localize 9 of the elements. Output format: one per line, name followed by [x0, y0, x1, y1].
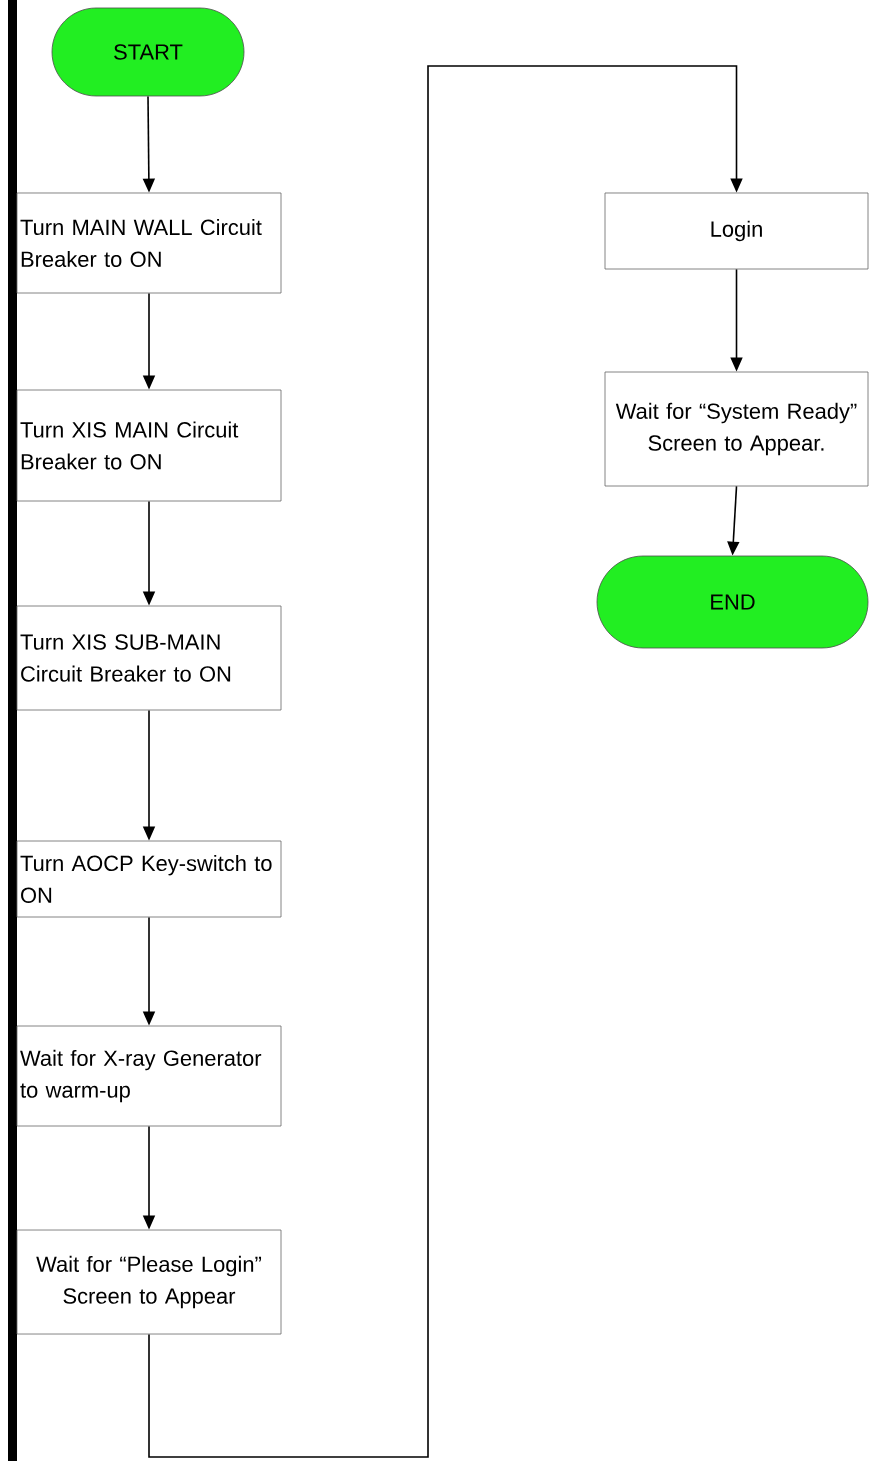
arrow: [148, 65, 743, 1458]
process-box: Turn MAIN WALL Circuit Breaker to ON: [16, 192, 282, 294]
process-box: Wait for “System Ready” Screen to Appear.: [604, 371, 869, 487]
process-box: Login: [604, 192, 869, 270]
process-box: Turn AOCP Key-switch to ON: [16, 840, 282, 918]
process-box: Wait for X-ray Generator to warm-up: [16, 1025, 282, 1127]
process-box: Turn XIS SUB-MAIN Circuit Breaker to ON: [16, 605, 282, 711]
process-box: Wait for “Please Login” Screen to Appear: [16, 1229, 282, 1335]
process-box: Turn XIS MAIN Circuit Breaker to ON: [16, 389, 282, 502]
